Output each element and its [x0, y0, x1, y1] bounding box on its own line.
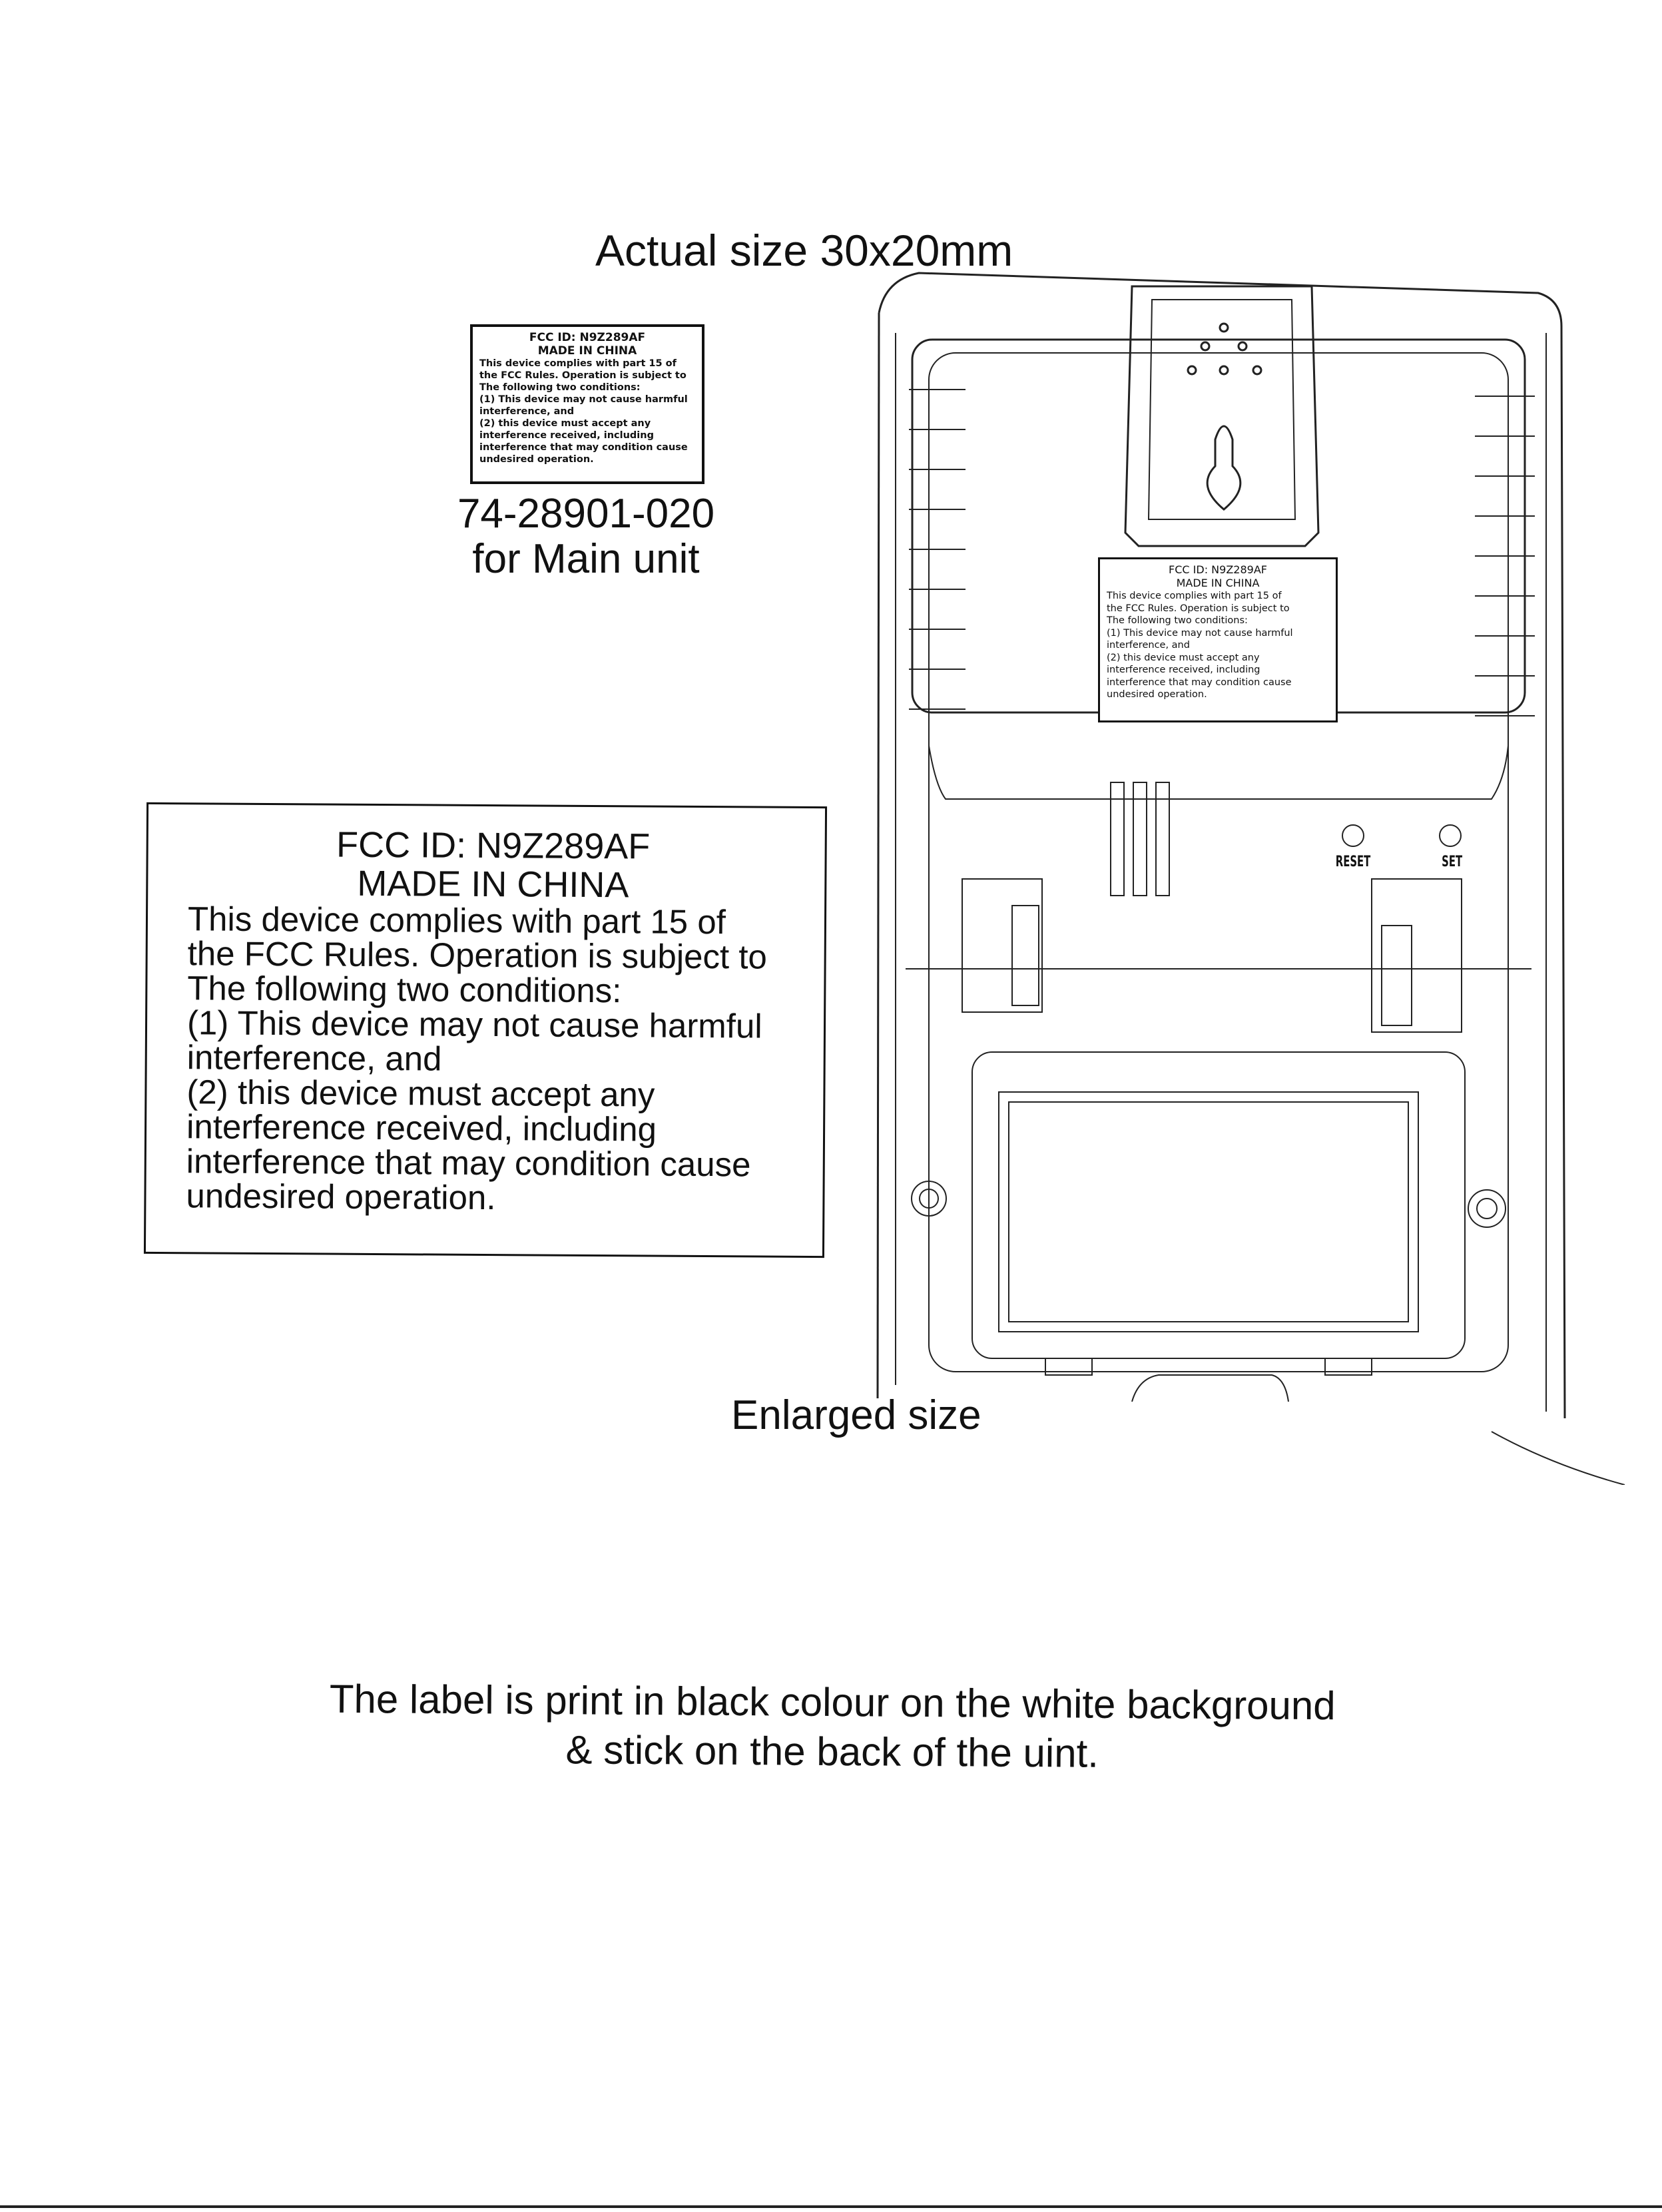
label-line: undesired operation.: [1107, 689, 1207, 700]
label-line: (2) this device must accept any: [1107, 652, 1260, 663]
device-back-drawing: [876, 272, 1625, 1485]
part-number: 74-28901-020: [457, 491, 715, 537]
footer-note: The label is print in black colour on th…: [200, 1673, 1466, 1781]
page-edge: [0, 2205, 1662, 2208]
fcc-id: FCC ID: N9Z289AF: [529, 331, 646, 344]
label-line: the FCC Rules. Operation is subject to: [479, 370, 687, 381]
label-line: interference received, including: [1107, 665, 1260, 675]
fcc-label-actual-size: FCC ID: N9Z289AF MADE IN CHINA This devi…: [470, 324, 704, 484]
fcc-id: FCC ID: N9Z289AF: [1169, 563, 1267, 576]
fcc-id: FCC ID: N9Z289AF: [336, 824, 651, 867]
set-label: SET: [1442, 854, 1463, 870]
enlarged-size-caption: Enlarged size: [731, 1392, 981, 1438]
label-line: (1) This device may not cause harmful: [1107, 627, 1293, 639]
label-line: the FCC Rules. Operation is subject to: [1107, 603, 1290, 614]
origin: MADE IN CHINA: [1176, 577, 1260, 589]
label-line: This device complies with part 15 of: [1107, 591, 1282, 601]
label-line: interference received, including: [479, 430, 654, 441]
label-line: The following two conditions:: [1107, 615, 1248, 626]
label-line: interference, and: [479, 406, 575, 417]
part-number-block: 74-28901-020 for Main unit: [426, 491, 746, 582]
footer-line-1: The label is print in black colour on th…: [329, 1676, 1336, 1729]
label-line: interference that may condition cause: [479, 442, 688, 453]
fcc-label-on-device: FCC ID: N9Z289AF MADE IN CHINA This devi…: [1098, 557, 1338, 722]
origin: MADE IN CHINA: [537, 344, 637, 358]
label-line: This device complies with part 15 of: [479, 358, 677, 369]
label-line: undesired operation.: [186, 1177, 496, 1217]
label-line: interference, and: [1107, 640, 1190, 651]
label-line: The following two conditions:: [479, 382, 641, 393]
fcc-label-enlarged: FCC ID: N9Z289AF MADE IN CHINA This devi…: [143, 802, 828, 1258]
footer-line-2: & stick on the back of the uint.: [565, 1727, 1099, 1776]
reset-label: RESET: [1335, 854, 1371, 870]
label-line: interference that may condition cause: [1107, 677, 1292, 688]
label-line: undesired operation.: [479, 454, 594, 465]
part-description: for Main unit: [472, 536, 700, 582]
actual-size-caption: Actual size 30x20mm: [595, 226, 1013, 275]
label-line: (2) this device must accept any: [479, 418, 651, 429]
label-line: (1) This device may not cause harmful: [479, 394, 688, 405]
origin: MADE IN CHINA: [357, 863, 629, 906]
